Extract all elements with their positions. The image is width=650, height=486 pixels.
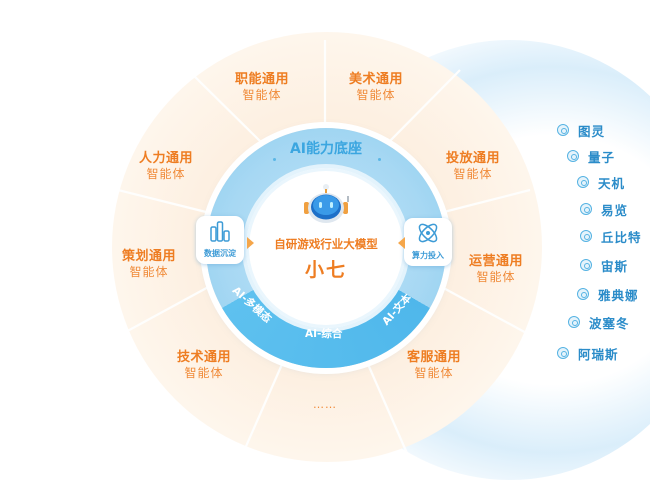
ring-title: AI能力底座 [289, 141, 363, 157]
product-yilan[interactable]: 易览 [580, 199, 628, 219]
agent-hr[interactable]: 人力通用 智能体 [111, 151, 221, 182]
product-name: 波塞冬 [589, 315, 630, 331]
agent-suffix: 智能体 [476, 270, 516, 284]
agent-ads[interactable]: 投放通用 智能体 [418, 151, 528, 182]
segment-general: AI-综合 [305, 328, 343, 340]
arrow-left-icon [398, 237, 405, 249]
agent-name: 美术通用 [348, 72, 403, 87]
agent-suffix: 智能体 [242, 88, 282, 102]
agent-suffix: 智能体 [129, 265, 169, 279]
data-accumulation-box[interactable]: 数据沉淀 [196, 216, 244, 264]
product-name: 阿瑞斯 [578, 346, 619, 362]
compute-investment-label: 算力投入 [412, 251, 444, 260]
agent-name: 策划通用 [121, 249, 176, 264]
agent-suffix: 智能体 [414, 366, 454, 380]
product-name: 量子 [588, 149, 616, 165]
agent-name: 运营通用 [468, 254, 523, 269]
robot-icon [304, 184, 349, 223]
agent-planning[interactable]: 策划通用 智能体 [94, 249, 204, 280]
agent-tech[interactable]: 技术通用 智能体 [149, 350, 259, 381]
product-icon [577, 288, 589, 300]
product-quantum[interactable]: 量子 [567, 146, 615, 166]
product-icon [557, 347, 569, 359]
agent-operations[interactable]: 运营通用 智能体 [441, 254, 551, 285]
agent-art[interactable]: 美术通用 智能体 [321, 72, 431, 103]
agent-customer-service[interactable]: 客服通用 智能体 [379, 350, 489, 381]
product-icon [580, 230, 592, 242]
product-turing[interactable]: 图灵 [557, 120, 605, 140]
product-icon [580, 259, 592, 271]
product-cupid[interactable]: 丘比特 [580, 226, 642, 246]
arrow-right-icon [247, 237, 254, 249]
agent-suffix: 智能体 [356, 88, 396, 102]
agent-name: 客服通用 [406, 350, 461, 365]
product-name: 天机 [598, 175, 626, 191]
product-icon [557, 124, 569, 136]
product-name: 雅典娜 [598, 287, 639, 303]
agent-suffix: 智能体 [146, 167, 186, 181]
agent-suffix: 智能体 [184, 366, 224, 380]
model-title: 自研游戏行业大模型 [274, 237, 378, 251]
data-accumulation-label: 数据沉淀 [204, 249, 236, 258]
agent-name: 投放通用 [445, 151, 500, 166]
product-tianji[interactable]: 天机 [577, 172, 625, 192]
product-name: 图灵 [578, 123, 606, 139]
more-agents-ellipsis: …… [313, 398, 337, 411]
product-name: 丘比特 [601, 229, 642, 245]
product-icon [568, 316, 580, 328]
product-icon [577, 176, 589, 188]
product-name: 宙斯 [601, 258, 629, 274]
product-athena[interactable]: 雅典娜 [577, 284, 639, 304]
bar-chart-icon [210, 221, 230, 242]
compute-investment-box[interactable]: 算力投入 [404, 218, 452, 266]
agent-name: 技术通用 [176, 350, 231, 365]
atom-icon [418, 223, 438, 243]
agent-name: 职能通用 [234, 72, 289, 87]
product-zeus[interactable]: 宙斯 [580, 255, 628, 275]
agent-suffix: 智能体 [453, 167, 493, 181]
model-name: 小七 [304, 259, 347, 281]
ring-dot [273, 158, 276, 161]
product-icon [567, 150, 579, 162]
product-name: 易览 [601, 202, 629, 218]
agent-name: 人力通用 [138, 151, 193, 166]
product-ares[interactable]: 阿瑞斯 [557, 343, 619, 363]
ring-dot [378, 158, 381, 161]
product-icon [580, 203, 592, 215]
agent-functional[interactable]: 职能通用 智能体 [207, 72, 317, 103]
product-poseidon[interactable]: 波塞冬 [568, 312, 630, 332]
